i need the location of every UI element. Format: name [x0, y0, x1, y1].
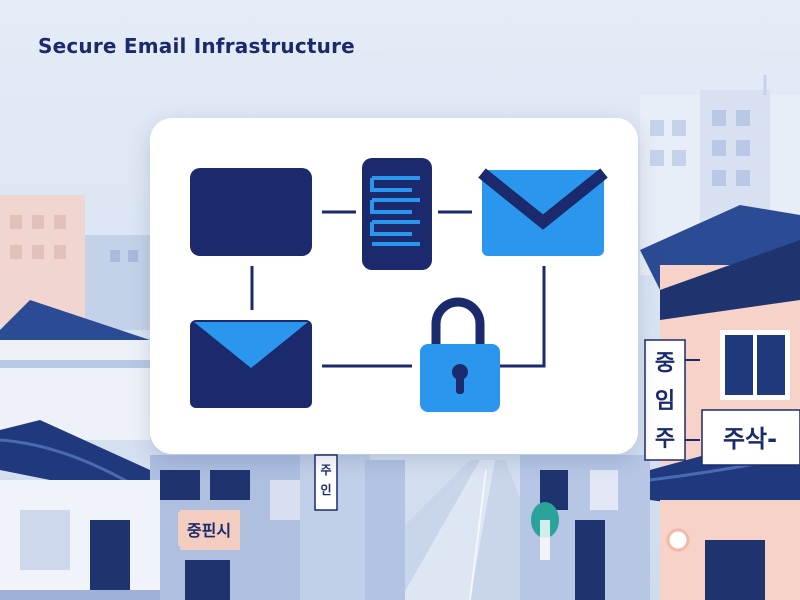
right-buildings [520, 455, 650, 600]
connectors [250, 210, 546, 368]
server-icon [362, 158, 432, 270]
sign-center-char-2: 인 [320, 482, 331, 497]
sign-horizontal-text: 주삭- [723, 425, 777, 453]
sign-left-text: 중핀시 [187, 521, 231, 540]
computer-screen-icon [190, 168, 312, 256]
mail-envelope-icon [478, 168, 608, 256]
mail-envelope-icon [190, 320, 312, 408]
page-title: Secure Email Infrastructure [38, 34, 355, 58]
right-horizontal-sign: 주삭- [701, 409, 800, 466]
connector-lock-envelope [494, 266, 546, 368]
sign-char-3: 주 [655, 427, 675, 452]
sign-char-2: 임 [655, 389, 675, 414]
center-vertical-sign: 주 인 [320, 463, 331, 497]
right-vertical-sign: 중 임 주 [644, 339, 700, 461]
sign-char-1: 중 [655, 351, 675, 376]
left-hanok [0, 300, 160, 600]
sign-center-char-1: 주 [320, 463, 331, 477]
email-flow-diagram [190, 158, 608, 412]
lock-icon [420, 297, 500, 412]
diagram-card [150, 118, 638, 454]
left-bottom-sign: 중핀시 [178, 512, 240, 546]
